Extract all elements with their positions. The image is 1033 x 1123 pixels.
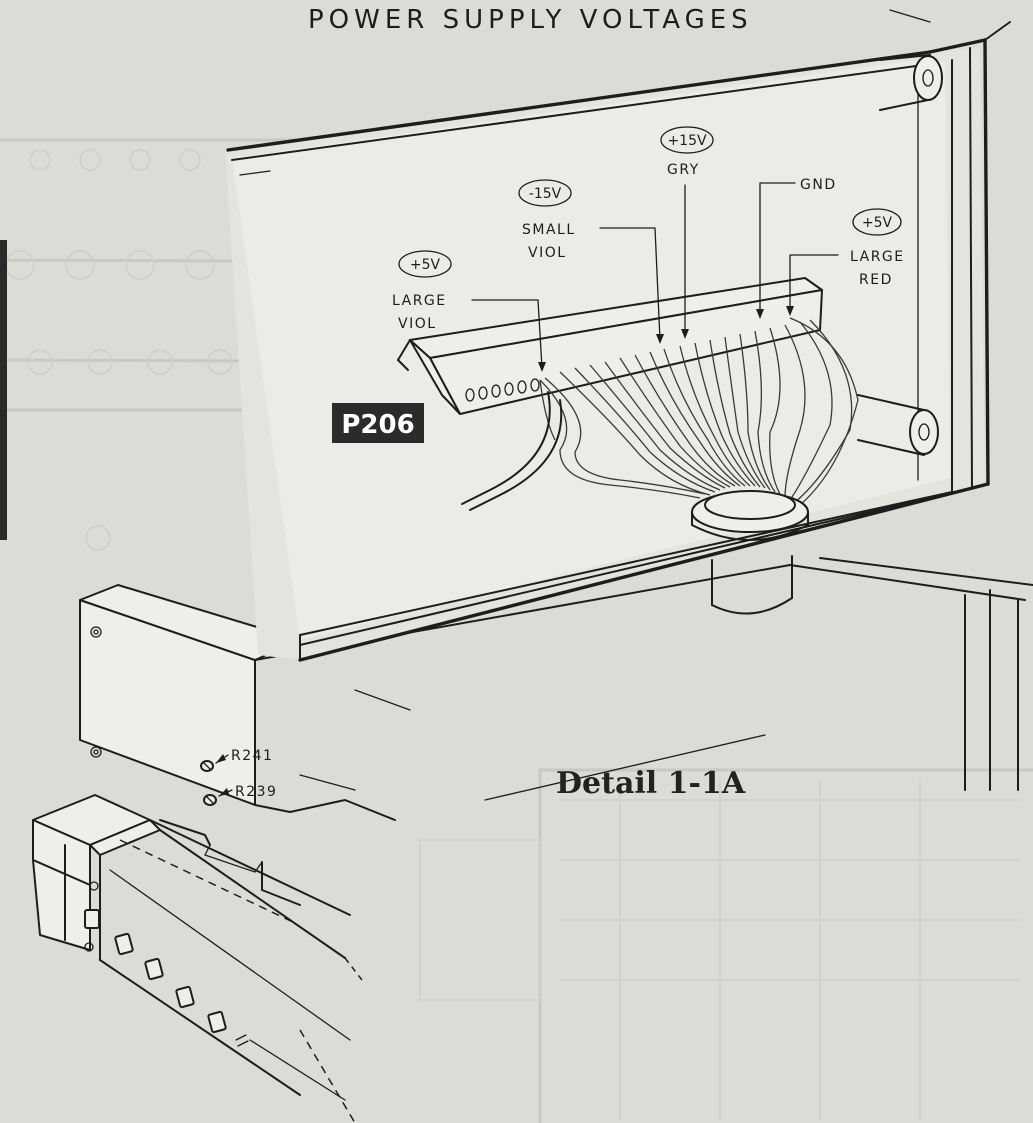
wire-label-5-line2: RED (859, 272, 893, 288)
left-edge-bar (0, 240, 7, 540)
wire-harness (461, 317, 859, 511)
front-control-panel (32, 794, 363, 1123)
connector-pins (465, 378, 540, 402)
voltage-circle-gry (660, 126, 714, 154)
connector-label: P206 (341, 410, 414, 440)
wire-label-2-line1: SMALL (522, 222, 576, 238)
connector-badge-background (332, 403, 424, 443)
wire-label-1-line2: VIOL (398, 316, 437, 332)
front-panel-buttons (84, 909, 249, 1047)
front-circuit-board (79, 584, 396, 906)
voltage-label-3: +15V (667, 133, 707, 149)
leader-lines (471, 182, 839, 372)
voltage-circle-small-viol (518, 179, 572, 207)
cable-grommet (691, 490, 809, 541)
connector-p206 (397, 277, 823, 415)
wire-label-2-line2: VIOL (528, 245, 567, 261)
diagram-title: POWER SUPPLY VOLTAGES (308, 5, 753, 35)
wire-label-5-line1: LARGE (850, 249, 905, 265)
voltage-markers (398, 126, 902, 278)
panel-standoffs (857, 54, 943, 456)
figure-caption: Detail 1-1A (556, 766, 746, 801)
wire-label-4-line1: GND (800, 177, 837, 193)
voltage-circle-large-viol (398, 250, 452, 278)
voltage-label-1: +5V (410, 257, 441, 273)
wire-label-3-line1: GRY (667, 162, 700, 178)
connector-badge: P206 (332, 403, 424, 443)
voltage-circle-large-red (852, 208, 902, 236)
voltage-label-2: -15V (529, 186, 562, 202)
trim-potentiometers (200, 754, 233, 806)
component-label-r239: R239 (235, 784, 277, 800)
voltage-label-5: +5V (862, 215, 893, 231)
component-label-r241: R241 (231, 748, 273, 764)
wire-label-1-line1: LARGE (392, 293, 447, 309)
standoff-tube (711, 555, 793, 615)
